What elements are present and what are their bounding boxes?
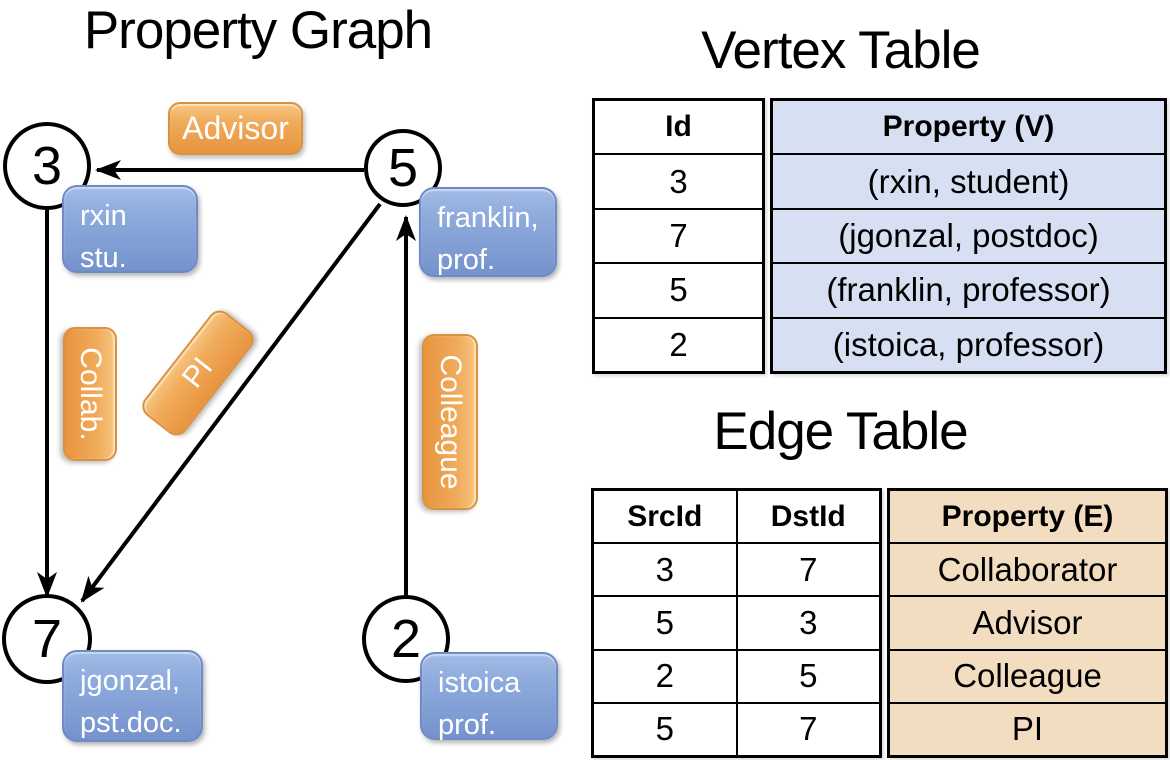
edge-table-row: 5 7 [594, 701, 879, 756]
edge-table-row: 5 3 [594, 595, 879, 649]
vertex-table-property-cell: (rxin, student) [773, 153, 1164, 207]
edge-table-dst-cell: 7 [799, 710, 818, 748]
node-2-id: 2 [390, 609, 422, 669]
edge-table-title: Edge Table [713, 402, 968, 461]
edge-label-colleague: Colleague [422, 334, 478, 510]
property-graph-title: Property Graph [83, 1, 433, 60]
edge-table-row: 2 5 [594, 648, 879, 702]
vertex-property-line: istoica [438, 667, 521, 699]
vertex-table-id-header: Id [665, 110, 692, 144]
vertex-table-property-cell: (franklin, professor) [773, 262, 1164, 316]
edge-table-header-row: SrcId DstId [594, 491, 879, 543]
vertex-property-box-franklin: franklin, prof. [419, 187, 557, 277]
edge-table-property-cell: Advisor [890, 595, 1165, 648]
vertex-table-id-cell: 3 [595, 153, 762, 207]
edge-table-src-cell: 2 [594, 650, 738, 702]
vertex-table-id-cell: 2 [595, 316, 762, 371]
vertex-table-id-cell: 7 [595, 207, 762, 262]
edge-table-property-header: Property (E) [941, 499, 1114, 533]
vertex-table-property-cell: (jgonzal, postdoc) [773, 207, 1164, 262]
edge-table-id-columns: SrcId DstId 3 7 5 3 2 5 5 7 [591, 488, 882, 758]
vertex-property-line: prof. [438, 709, 497, 742]
edge-table-src-cell: 5 [594, 597, 738, 649]
vertex-property-box-rxin: rxin stu. [62, 185, 198, 274]
edge-table-row: 3 7 [594, 542, 879, 596]
edge-table-property-cell: Collaborator [890, 542, 1165, 595]
edge-table-dstid-header: DstId [770, 499, 846, 533]
node-7-id: 7 [31, 609, 63, 669]
graph-node-3: 3 [3, 122, 91, 210]
edge-table-srcid-header: SrcId [594, 491, 738, 543]
edge-label-collab: Collab. [63, 327, 117, 461]
edge-table-property-cell: Colleague [890, 648, 1165, 702]
vertex-property-box-istoica: istoica prof. [420, 652, 558, 741]
edge-table-src-cell: 5 [594, 703, 738, 756]
vertex-table-property-column: Property (V) (rxin, student) (jgonzal, p… [770, 98, 1167, 374]
vertex-property-box-jgonzal: jgonzal, pst.doc. [62, 650, 203, 742]
vertex-table-property-header: Property (V) [882, 110, 1055, 144]
edge-table-dst-cell: 5 [799, 657, 818, 695]
edge-table-property-cell: PI [890, 701, 1165, 755]
edge-label-advisor: Advisor [168, 102, 303, 155]
edge-table-src-cell: 3 [594, 544, 738, 596]
vertex-table-id-column: Id 3 7 5 2 [592, 98, 765, 374]
vertex-property-line: franklin, [437, 202, 539, 234]
edge-table-dst-cell: 3 [799, 604, 818, 641]
edge-table-property-column: Property (E) Collaborator Advisor Collea… [887, 488, 1168, 758]
vertex-table-title: Vertex Table [701, 21, 981, 80]
edge-table-dst-cell: 7 [799, 550, 818, 588]
vertex-property-line: jgonzal, [80, 665, 180, 697]
vertex-property-line: rxin [80, 200, 127, 232]
vertex-property-line: pst.doc. [80, 707, 182, 740]
vertex-table-id-cell: 5 [595, 262, 762, 316]
node-5-id: 5 [387, 138, 419, 198]
vertex-property-line: stu. [80, 242, 127, 275]
edge-label-pi: PI [137, 305, 259, 441]
vertex-table-property-cell: (istoica, professor) [773, 316, 1164, 371]
vertex-property-line: prof. [437, 244, 496, 277]
node-3-id: 3 [31, 136, 63, 196]
